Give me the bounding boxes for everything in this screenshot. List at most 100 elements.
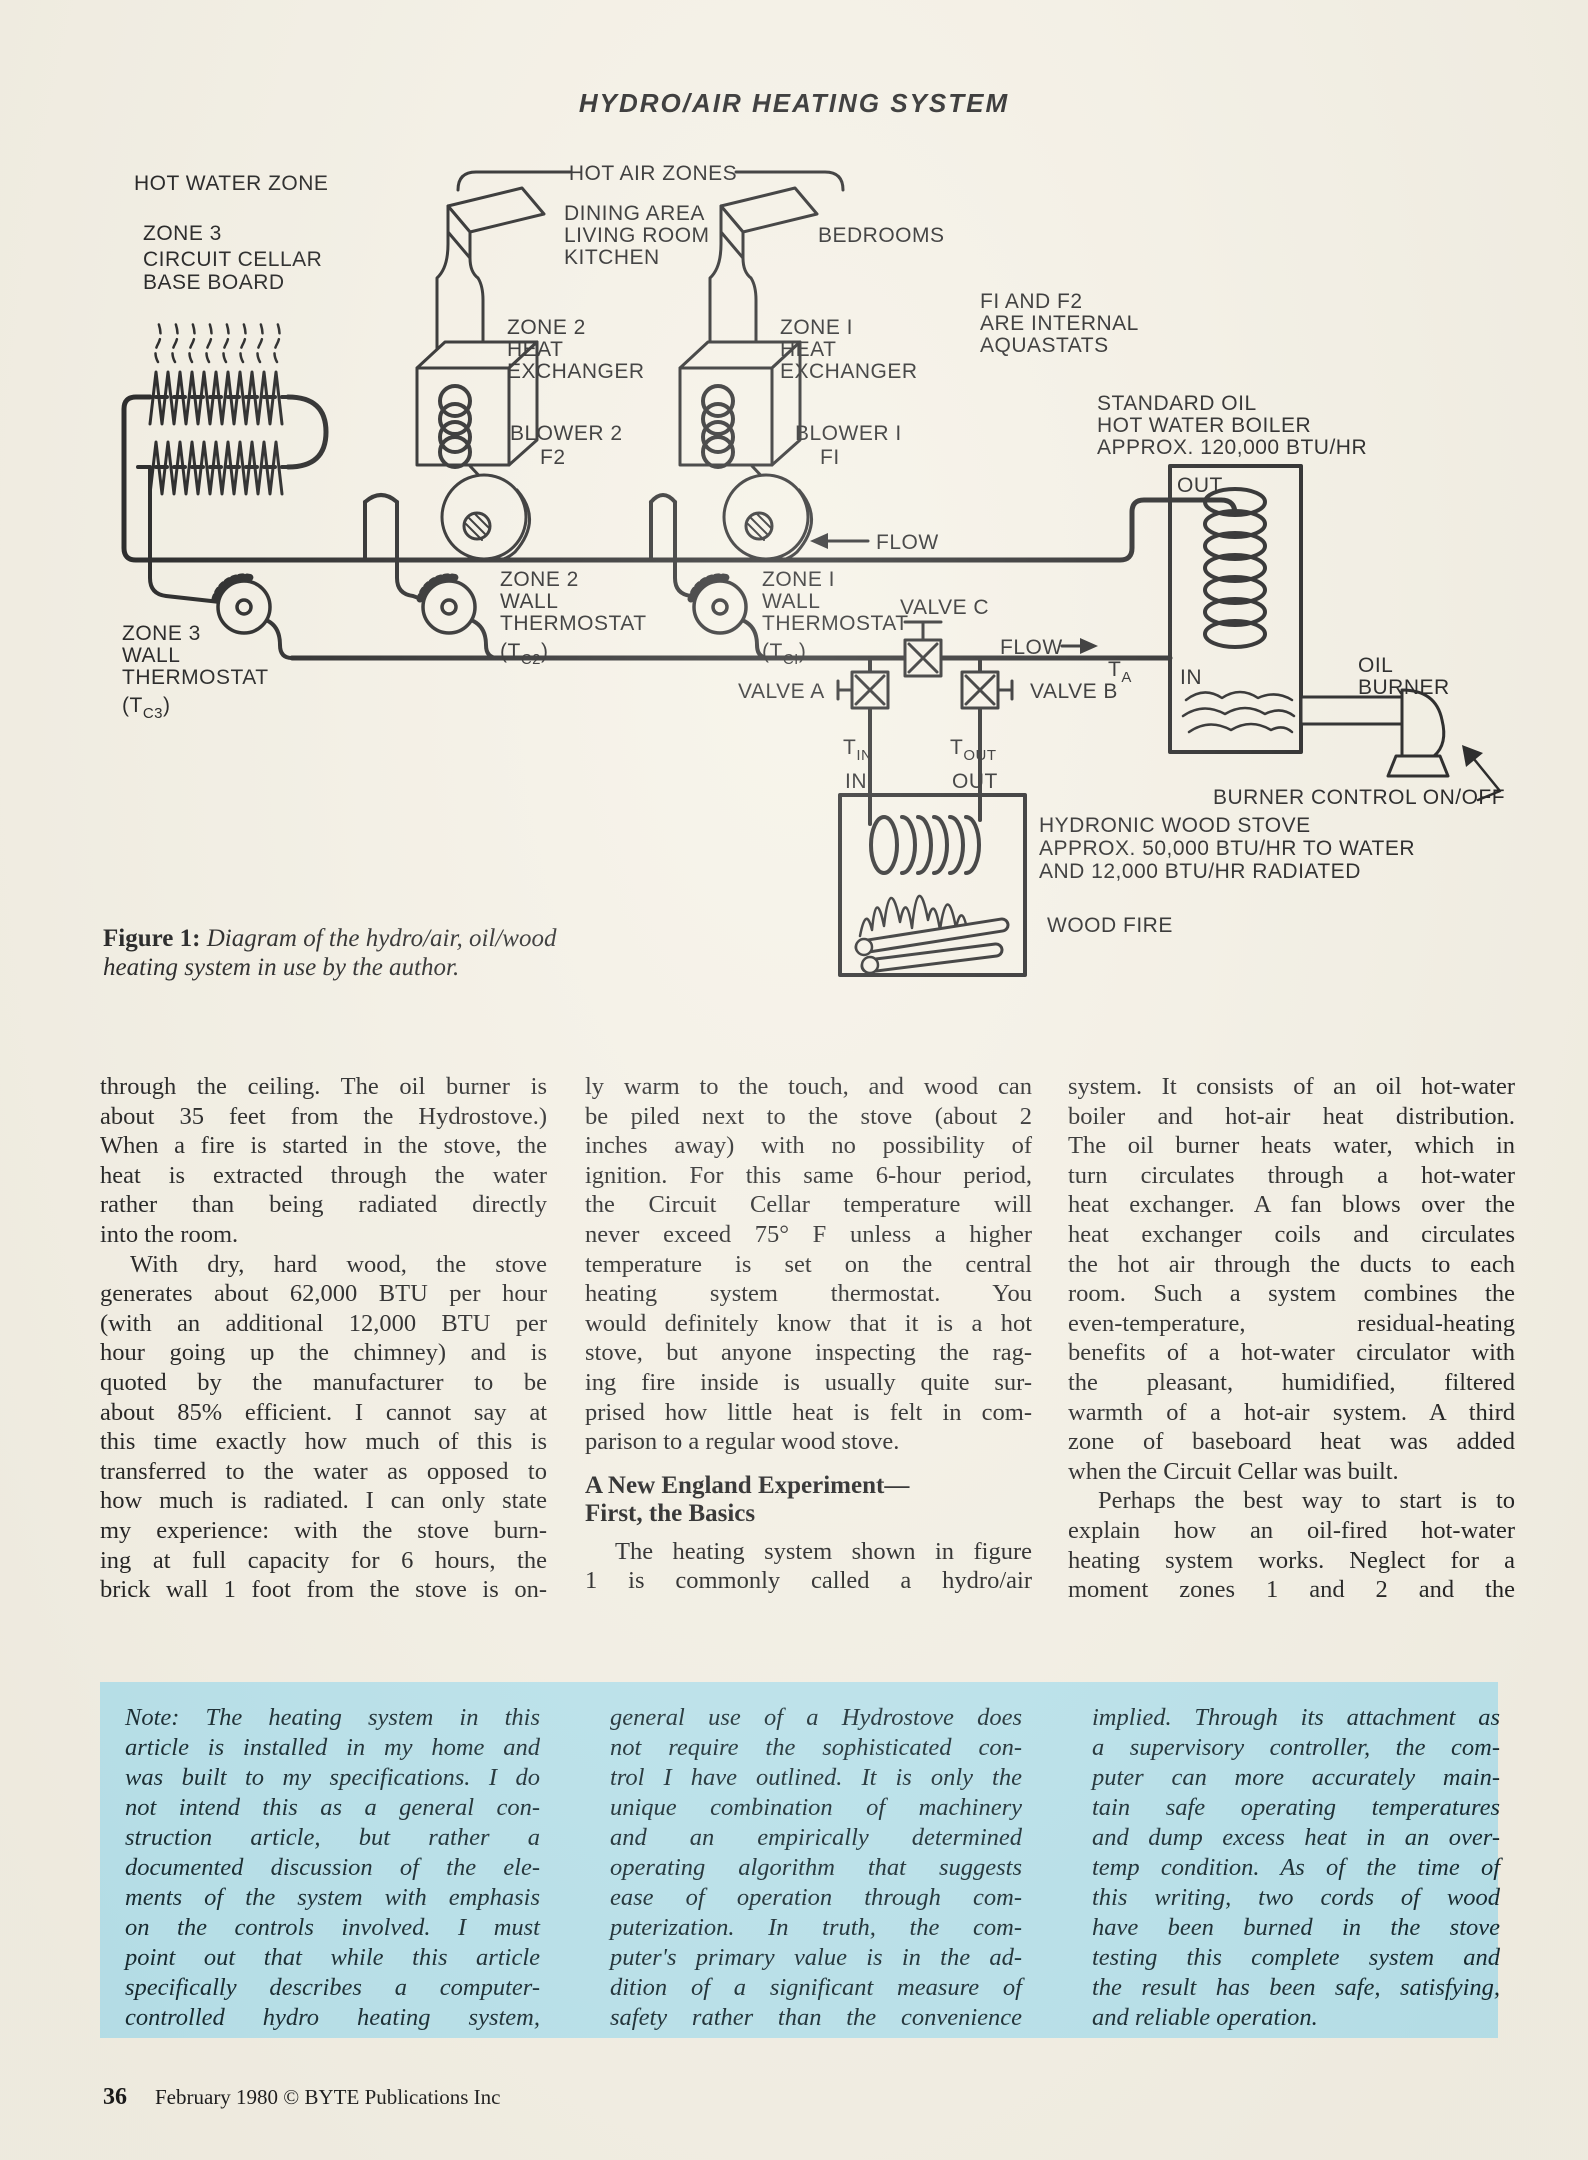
label-tc3: (TC3): [122, 694, 171, 722]
text-line: how much is radiated. I can only state: [100, 1487, 547, 1515]
text-line: When a fire is started in the stove, the: [100, 1132, 547, 1160]
heat-wave-icon: [154, 320, 281, 364]
label-zone1-hx: HEAT: [780, 338, 836, 361]
label-blower1: BLOWER I: [795, 422, 902, 445]
label-aquastats: ARE INTERNAL: [980, 312, 1139, 335]
text-line: the hot air through the ducts to each: [1068, 1250, 1515, 1278]
label-wood-stove: APPROX. 50,000 BTU/HR TO WATER: [1039, 837, 1415, 860]
text-line: my experience: with the stove burn-: [100, 1516, 547, 1544]
tc3-sub: C3: [143, 705, 163, 722]
text-line: The oil burner heats water, which in: [1068, 1132, 1515, 1160]
label-zone2-thermostat: ZONE 2: [500, 568, 579, 591]
text-line: this writing, two cords of wood: [1092, 1884, 1500, 1911]
stove-coil-icon: [869, 815, 981, 875]
text-line: the Circuit Cellar temperature will: [585, 1191, 1032, 1219]
label-tc2: (TC2): [500, 640, 549, 668]
flow-return-arrow: [810, 533, 870, 549]
text-line: and dump excess heat in an over-: [1092, 1824, 1500, 1851]
label-hot-air-zones: HOT AIR ZONES: [569, 162, 737, 185]
text-line: and an empirically determined: [610, 1824, 1022, 1851]
label-hot-water-zone: HOT WATER ZONE: [134, 172, 328, 195]
figure-caption-text: Diagram of the hydro/air, oil/wood: [206, 925, 557, 952]
tc1: ): [799, 640, 807, 663]
zone1-thermostat-icon: [687, 573, 748, 635]
text-line: brick wall 1 foot from the stove is on-: [100, 1576, 547, 1604]
text-line: controlled hydro heating system,: [125, 2004, 540, 2031]
tout-sub: OUT: [963, 747, 996, 764]
text-line: heat exchanger coils and circulates: [1068, 1220, 1515, 1248]
label-boiler: APPROX. 120,000 BTU/HR: [1097, 436, 1367, 459]
figure-diagram: HOT WATER ZONE ZONE 3 CIRCUIT CELLAR BAS…: [121, 162, 1505, 977]
label-zone2-hx: HEAT: [507, 338, 563, 361]
text-line: explain how an oil-fired hot-water: [1068, 1516, 1515, 1544]
text-line: zone of baseboard heat was added: [1068, 1428, 1515, 1456]
ta-sub: A: [1121, 669, 1132, 686]
text-line: system. It consists of an oil hot-water: [1068, 1073, 1515, 1100]
page-title: HYDRO/AIR HEATING SYSTEM: [578, 88, 1010, 118]
text-line: trol I have outlined. It is only the: [610, 1764, 1022, 1791]
text-line: be piled next to the stove (about 2: [585, 1102, 1032, 1130]
label-aquastats: FI AND F2: [980, 290, 1083, 313]
label-zone2-thermostat: THERMOSTAT: [500, 612, 647, 635]
label-zone3-thermostat: ZONE 3: [122, 622, 201, 645]
footer-credit: February 1980 © BYTE Publications Inc: [155, 2085, 501, 2109]
label-zone1-rooms: BEDROOMS: [818, 224, 945, 247]
text-line: puterization. In truth, the com-: [610, 1914, 1022, 1941]
boiler-flame-icon: [1181, 690, 1296, 734]
text-line: tain safe operating temperatures: [1092, 1794, 1500, 1821]
label-zone1-thermostat: ZONE I: [762, 568, 835, 591]
text-line: transferred to the water as opposed to: [100, 1457, 547, 1485]
label-out-stove: OUT: [952, 770, 998, 793]
hot-air-zones-bracket: [456, 170, 845, 192]
label-flow-supply: FLOW: [1000, 636, 1063, 659]
baseboard-radiator: [136, 370, 329, 496]
text-line: ease of operation through com-: [610, 1884, 1022, 1911]
paragraph: system. It consists of an oil hot-water b…: [1068, 1072, 1515, 1486]
oil-burner-icon: [1299, 688, 1450, 778]
valve-c-icon: [903, 620, 943, 678]
tc2: ): [541, 640, 549, 663]
page-number: 36: [103, 2084, 127, 2110]
label-zone2-rooms: KITCHEN: [564, 246, 660, 269]
zone2-thermostat-icon: [416, 573, 477, 635]
label-wood-stove: HYDRONIC WOOD STOVE: [1039, 814, 1311, 837]
text-line: temperature is set on the central: [585, 1250, 1032, 1278]
text-line: puter can more accurately main-: [1092, 1764, 1500, 1791]
text-line: the result has been safe, satisfying,: [1092, 1974, 1500, 2001]
label-boiler: STANDARD OIL: [1097, 392, 1257, 415]
label-f1: FI: [820, 446, 840, 469]
label-oil-burner: OIL: [1358, 654, 1393, 677]
label-zone2-hx: EXCHANGER: [507, 360, 645, 383]
text-line: ing fire inside is usually quite sur-: [585, 1368, 1032, 1396]
label-wood-fire: WOOD FIRE: [1047, 914, 1173, 937]
text-line: have been burned in the stove: [1092, 1914, 1500, 1941]
diagram-labels: HOT WATER ZONE ZONE 3 CIRCUIT CELLAR BAS…: [122, 162, 1505, 937]
label-zone3-thermostat: THERMOSTAT: [122, 666, 269, 689]
label-zone2-hx: ZONE 2: [507, 316, 586, 339]
text-line: rather than being radiated directly: [100, 1191, 547, 1219]
text-line: even-temperature, residual-heating: [1068, 1309, 1515, 1337]
text-line: temp condition. As of the time of: [1092, 1854, 1500, 1881]
text-line: point out that while this article: [125, 1944, 540, 1971]
text-line: heat is extracted through the water: [100, 1161, 547, 1189]
label-burner-control: BURNER CONTROL ON/OFF: [1213, 786, 1505, 809]
text-line: ments of the system with emphasis: [125, 1884, 540, 1911]
label-in: IN: [1180, 666, 1202, 689]
tc3: ): [163, 694, 171, 717]
label-valve-a: VALVE A: [738, 680, 825, 703]
label-zone3: BASE BOARD: [143, 271, 285, 294]
tin: T: [843, 736, 856, 759]
label-ta: TA: [1108, 658, 1132, 686]
text-line: A New England Experiment—: [585, 1471, 910, 1499]
page-footer: 36 February 1980 © BYTE Publications Inc: [103, 2084, 501, 2111]
text-line: benefits of a hot-water circulator with: [1068, 1339, 1515, 1367]
text-line: not require the sophisticated con-: [610, 1734, 1022, 1761]
text-line: unique combination of machinery: [610, 1794, 1022, 1821]
label-blower2: BLOWER 2: [510, 422, 623, 445]
